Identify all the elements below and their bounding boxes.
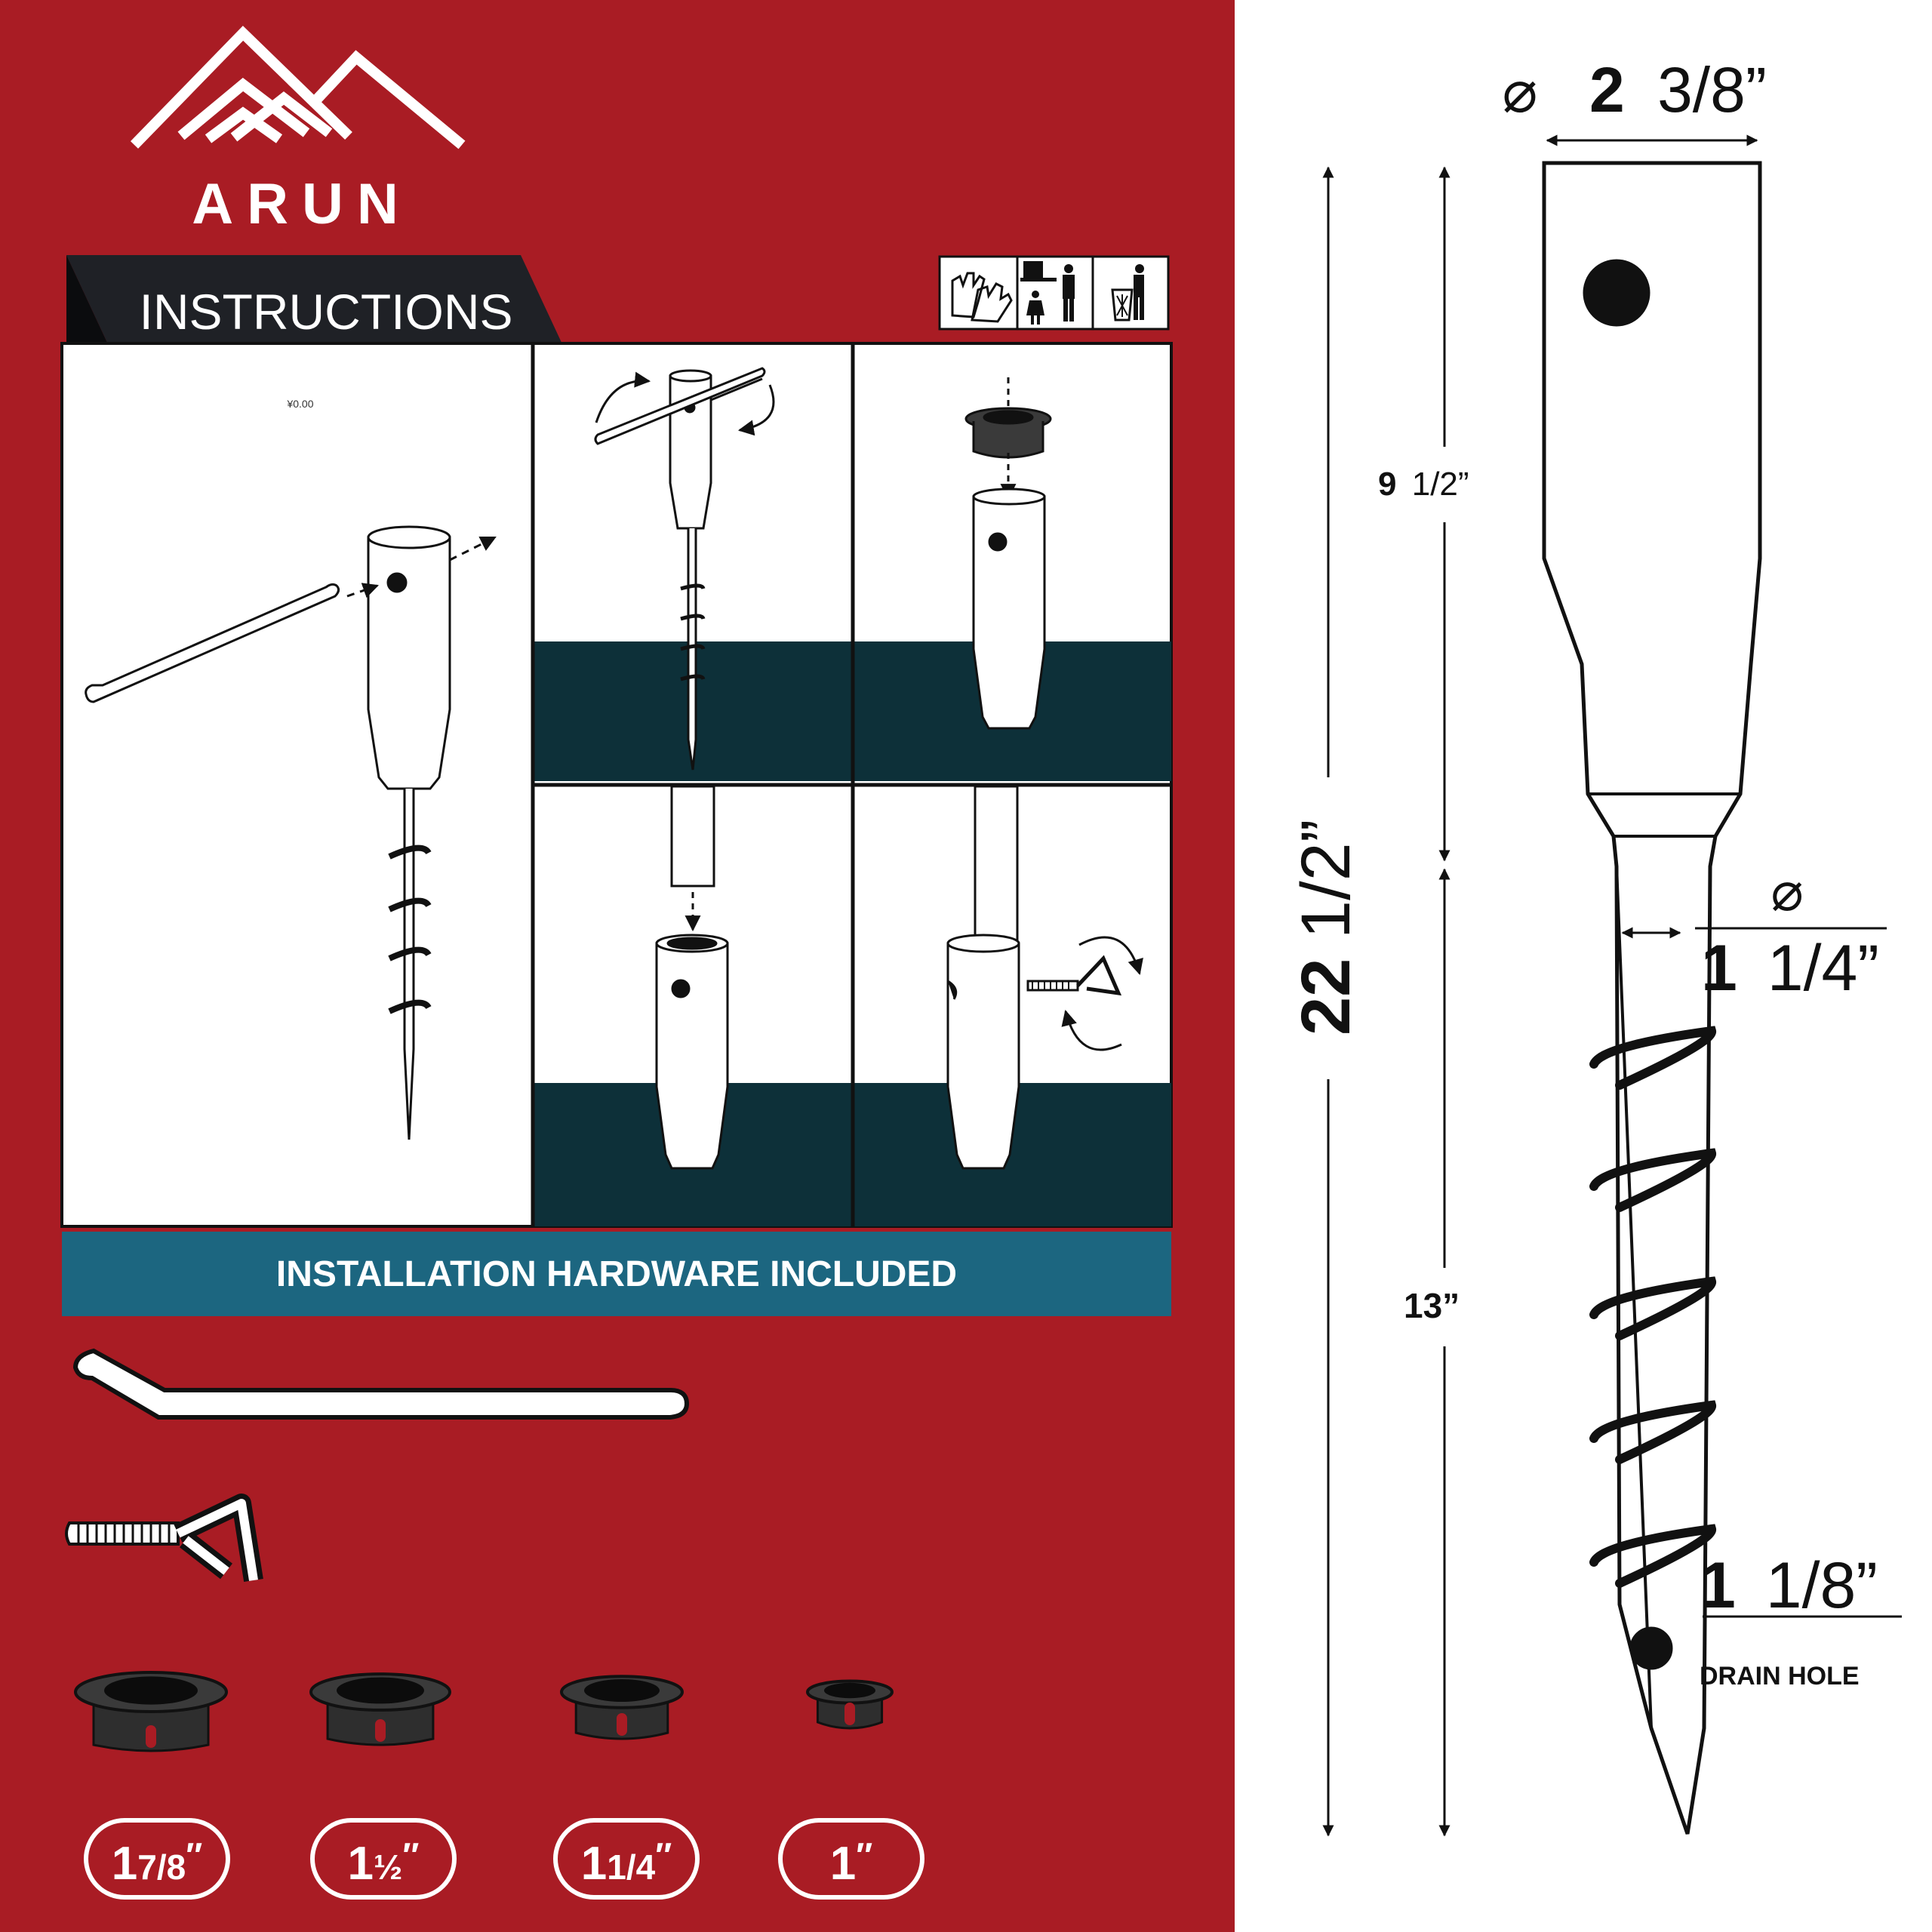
shaft-diameter-value: 1 1/4” [1701,932,1879,1004]
top-diameter-frac: 3/8” [1657,54,1767,125]
upper-length-frac: 1/2” [1412,466,1469,503]
keep-away-from-children-icon [1020,261,1075,325]
lower-length-value: 13” [1404,1286,1460,1325]
adapter-size-text: 1½″ [348,1835,420,1890]
hardware-banner [62,1232,1171,1316]
hardware-banner-text: INSTALLATION HARDWARE INCLUDED [276,1254,957,1294]
top-diameter-value: 2 3/8” [1589,54,1767,125]
shaft-diameter-big: 1 [1701,932,1737,1004]
drain-hole-label: DRAIN HOLE [1700,1662,1860,1690]
stake-dimension-diagram [1322,134,1902,1837]
instructions-title: INSTRUCTIONS [140,284,513,340]
total-length-value: 22 1/2” [1287,820,1364,1035]
step-1-stake-illustration [85,525,497,1140]
instructions-ribbon: INSTRUCTIONS [66,255,574,368]
drain-hole-big: 1 [1700,1549,1736,1622]
top-diameter-symbol: ⌀ [1503,58,1538,126]
step-2-screw-in-illustration [594,367,775,771]
upper-length-big: 9 [1378,466,1396,503]
step-3-adapter-illustration [964,377,1052,730]
helix-thread [1589,1026,1716,1588]
drain-hole-value: 1 1/8” [1700,1549,1878,1622]
adapter-size-4-label: 1″ [778,1818,924,1900]
upper-length-value: 9 1/2” [1378,466,1469,503]
safety-icons [938,255,1170,331]
adapter-set: 17/8″ 1½″ 11/4″ 1″ [74,1671,924,1900]
adapter-size-2-label: 1½″ [310,1818,457,1900]
brand-name: ARUN [192,172,412,236]
adapter-3-icon [560,1675,684,1740]
total-length-frac: 1/2” [1287,820,1364,940]
adapter-size-text: 17/8″ [112,1835,202,1890]
adapter-2-icon [309,1672,451,1746]
price-tag: ¥0.00 [286,398,313,410]
shaft-diameter-frac: 1/4” [1767,932,1879,1004]
shaft-diameter-symbol: ⌀ [1770,860,1803,923]
adapter-size-3-label: 11/4″ [553,1818,700,1900]
step-5-tighten-illustration [946,785,1143,1170]
total-length-big: 22 [1287,958,1364,1035]
drain-hole [1629,1626,1673,1670]
adapter-4-icon [806,1679,894,1730]
step-4-pole-illustration [655,785,729,1170]
adapter-size-1-label: 17/8″ [84,1818,230,1900]
drain-hole-frac: 1/8” [1766,1549,1878,1622]
adapter-size-text: 11/4″ [581,1835,672,1890]
stake-hole [1583,259,1651,327]
rod-hardware-icon [72,1348,690,1420]
gloves-icon [951,272,1013,323]
top-diameter-big: 2 [1589,54,1625,125]
adapter-size-text: 1″ [830,1835,873,1890]
mountain-logo-icon [130,26,466,149]
adapter-1-icon [74,1671,228,1752]
dispose-in-bin-icon [1111,264,1144,321]
eye-screw-hardware-icon [65,1494,263,1583]
